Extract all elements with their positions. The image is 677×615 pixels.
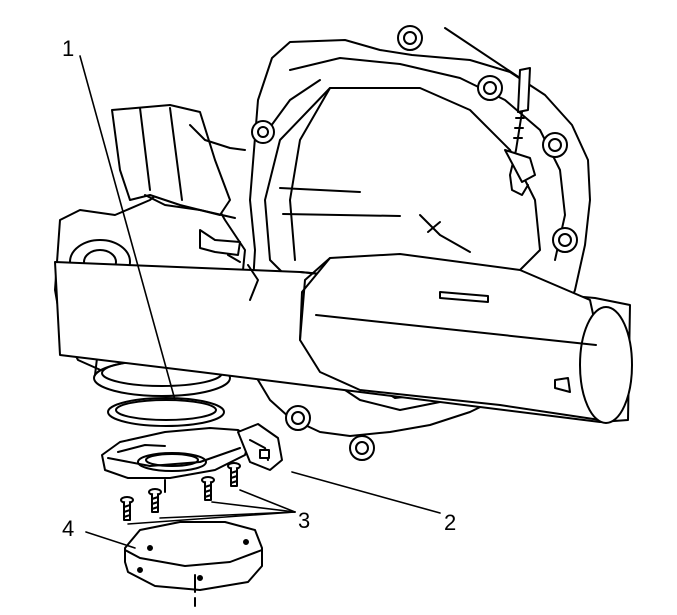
retaining-bolts: [120, 462, 241, 521]
bolt-icon: [552, 227, 578, 253]
bolt-icon: [397, 25, 423, 51]
leader-lines: [79, 55, 441, 549]
sensor-plate: [101, 423, 283, 493]
bolt-icon: [285, 405, 311, 431]
callout-1: 1: [62, 36, 74, 61]
callout-4: 4: [62, 516, 74, 541]
screw-icon: [148, 488, 162, 513]
screw-icon: [120, 496, 134, 521]
axle-tube: [54, 253, 633, 424]
callout-3: 3: [298, 508, 310, 533]
bolt-icon: [542, 132, 568, 158]
screw-icon: [201, 476, 215, 501]
screw-icon: [227, 462, 241, 487]
cover-plate: [124, 521, 263, 607]
callout-2: 2: [444, 510, 456, 535]
bolt-icon: [477, 75, 503, 101]
gasket-ring: [107, 397, 225, 427]
bolt-icon: [349, 435, 375, 461]
vent-hose: [444, 27, 536, 196]
bolt-icon: [251, 120, 275, 144]
